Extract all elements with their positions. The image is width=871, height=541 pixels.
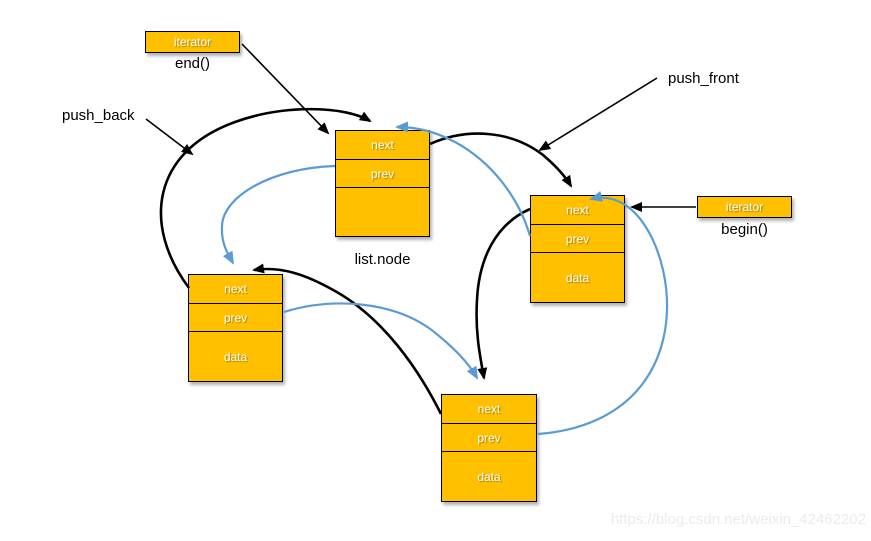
begin-label: begin(): [721, 221, 768, 238]
push-back-label: push_back: [62, 107, 135, 124]
tail-node: next prev data: [188, 274, 283, 382]
next-cell: next: [477, 402, 501, 416]
second-node: next prev data: [441, 394, 537, 502]
push-front-arrow: [538, 77, 658, 152]
next-cell: next: [566, 203, 589, 217]
prev-cell: prev: [531, 224, 624, 252]
data-cell: data: [442, 451, 536, 501]
data-cell: data: [189, 331, 282, 381]
begin-iterator-box: iterator: [697, 196, 792, 218]
prev-cell: prev: [336, 159, 429, 187]
list-node-label: list.node: [354, 251, 411, 268]
first-node: next prev data: [530, 195, 625, 303]
push-front-label: push_front: [668, 70, 739, 87]
watermark-url: https://blog.csdn.net/weixin_42462202: [610, 511, 866, 528]
push-back-arrow: [145, 118, 194, 156]
next-pointer-first-to-second: [475, 207, 531, 380]
next-cell: next: [224, 282, 247, 296]
prev-pointer-head-to-tail: [220, 164, 336, 265]
next-cell: next: [371, 138, 394, 152]
end-iterator-box: iterator: [145, 31, 240, 53]
empty-cell: [336, 187, 429, 236]
data-cell: data: [531, 252, 624, 302]
next-pointer-head-to-first: [429, 132, 573, 188]
end-iterator-arrow: [241, 43, 330, 135]
end-label: end(): [174, 55, 211, 72]
prev-cell: prev: [189, 303, 282, 331]
prev-pointer-tail-to-second: [283, 302, 478, 380]
prev-cell: prev: [442, 423, 536, 451]
list-head-node: next prev: [335, 130, 430, 237]
